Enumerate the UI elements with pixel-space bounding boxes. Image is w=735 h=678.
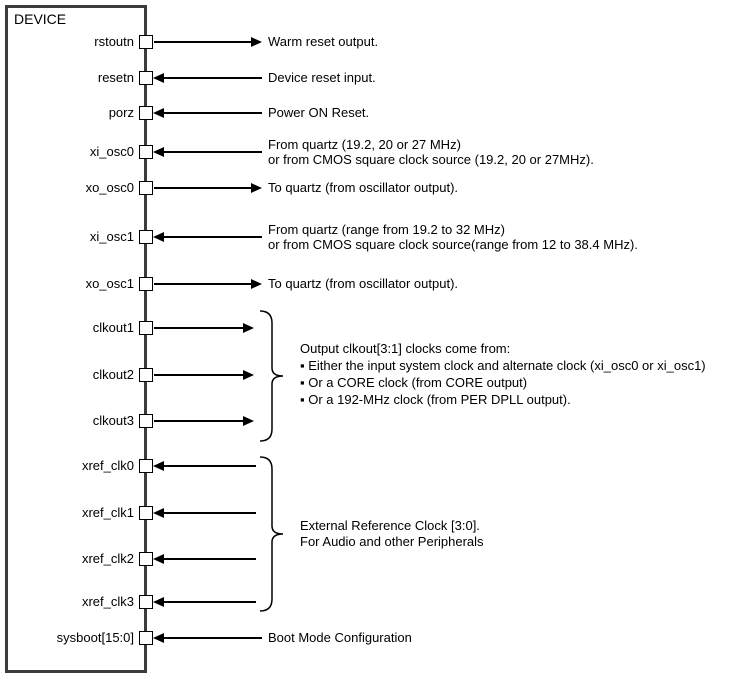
pin-label-clkout3: clkout3	[92, 413, 134, 428]
pin-terminal-rstoutn	[139, 35, 153, 49]
pin-label-xref_clk0: xref_clk0	[81, 458, 134, 473]
description-line: or from CMOS square clock source(range f…	[268, 237, 638, 252]
signal-line-xref_clk2	[164, 558, 256, 560]
signal-line-sysboot	[164, 637, 262, 639]
pin-label-xo_osc1: xo_osc1	[85, 276, 134, 291]
arrowhead-right-icon	[243, 416, 254, 426]
signal-line-clkout2	[154, 374, 243, 376]
arrowhead-right-icon	[251, 183, 262, 193]
arrowhead-left-icon	[153, 108, 164, 118]
pin-terminal-sysboot	[139, 631, 153, 645]
arrowhead-right-icon	[251, 279, 262, 289]
pin-label-resetn: resetn	[97, 70, 134, 85]
arrowhead-left-icon	[153, 554, 164, 564]
pin-label-clkout2: clkout2	[92, 367, 134, 382]
signal-line-xi_osc0	[164, 151, 262, 153]
pin-description-sysboot: Boot Mode Configuration	[268, 630, 412, 645]
description-line: or from CMOS square clock source (19.2, …	[268, 152, 594, 167]
signal-line-xref_clk0	[164, 465, 256, 467]
pin-label-clkout1: clkout1	[92, 320, 134, 335]
pin-terminal-xref_clk0	[139, 459, 153, 473]
description-line: ▪ Or a 192-MHz clock (from PER DPLL outp…	[300, 392, 571, 407]
arrowhead-left-icon	[153, 73, 164, 83]
clkout-group-description: Output clkout[3:1] clocks come from: ▪ E…	[300, 340, 706, 408]
pin-terminal-clkout2	[139, 368, 153, 382]
pin-terminal-xo_osc1	[139, 277, 153, 291]
pin-terminal-resetn	[139, 71, 153, 85]
pin-label-xo_osc0: xo_osc0	[85, 180, 134, 195]
arrowhead-left-icon	[153, 633, 164, 643]
signal-line-xo_osc0	[154, 187, 251, 189]
pin-terminal-xref_clk2	[139, 552, 153, 566]
description-line: External Reference Clock [3:0].	[300, 518, 480, 533]
arrowhead-right-icon	[243, 370, 254, 380]
pin-terminal-xi_osc1	[139, 230, 153, 244]
pin-terminal-clkout3	[139, 414, 153, 428]
pin-terminal-clkout1	[139, 321, 153, 335]
pin-terminal-xref_clk3	[139, 595, 153, 609]
clkout-group-brace	[259, 310, 284, 442]
description-line: Output clkout[3:1] clocks come from:	[300, 341, 511, 356]
description-line: ▪ Either the input system clock and alte…	[300, 358, 706, 373]
device-box	[5, 5, 147, 673]
signal-line-xref_clk3	[164, 601, 256, 603]
device-title: DEVICE	[14, 11, 67, 27]
pin-label-xref_clk1: xref_clk1	[81, 505, 134, 520]
pin-description-resetn: Device reset input.	[268, 70, 376, 85]
arrowhead-left-icon	[153, 597, 164, 607]
arrowhead-left-icon	[153, 508, 164, 518]
arrowhead-right-icon	[243, 323, 254, 333]
pin-terminal-xi_osc0	[139, 145, 153, 159]
xref-group-brace	[259, 456, 284, 612]
xref-group-description: External Reference Clock [3:0]. For Audi…	[300, 518, 484, 550]
arrowhead-left-icon	[153, 147, 164, 157]
signal-line-rstoutn	[154, 41, 251, 43]
pin-description-porz: Power ON Reset.	[268, 105, 370, 120]
pin-terminal-xref_clk1	[139, 506, 153, 520]
pin-label-xi_osc1: xi_osc1	[89, 229, 134, 244]
description-line: For Audio and other Peripherals	[300, 534, 484, 549]
pin-label-rstoutn: rstoutn	[94, 34, 134, 49]
arrowhead-left-icon	[153, 232, 164, 242]
signal-line-porz	[164, 112, 262, 114]
arrowhead-left-icon	[153, 461, 164, 471]
signal-line-resetn	[164, 77, 262, 79]
signal-line-xref_clk1	[164, 512, 256, 514]
pin-label-xi_osc0: xi_osc0	[89, 144, 134, 159]
pin-description-rstoutn: Warm reset output.	[268, 34, 379, 49]
pin-label-porz: porz	[108, 105, 134, 120]
signal-line-clkout1	[154, 327, 243, 329]
pin-terminal-porz	[139, 106, 153, 120]
pin-description-xi_osc1: From quartz (range from 19.2 to 32 MHz) …	[268, 222, 638, 252]
signal-line-xo_osc1	[154, 283, 251, 285]
pin-label-xref_clk3: xref_clk3	[81, 594, 134, 609]
pin-label-sysboot: sysboot[15:0]	[56, 630, 134, 645]
pin-description-xo_osc1: To quartz (from oscillator output).	[268, 276, 459, 291]
description-line: From quartz (range from 19.2 to 32 MHz)	[268, 222, 505, 237]
pin-description-xo_osc0: To quartz (from oscillator output).	[268, 180, 459, 195]
pin-terminal-xo_osc0	[139, 181, 153, 195]
pin-description-xi_osc0: From quartz (19.2, 20 or 27 MHz) or from…	[268, 137, 594, 167]
description-line: ▪ Or a CORE clock (from CORE output)	[300, 375, 528, 390]
signal-line-xi_osc1	[164, 236, 262, 238]
pin-label-xref_clk2: xref_clk2	[81, 551, 134, 566]
signal-line-clkout3	[154, 420, 243, 422]
description-line: From quartz (19.2, 20 or 27 MHz)	[268, 137, 461, 152]
arrowhead-right-icon	[251, 37, 262, 47]
